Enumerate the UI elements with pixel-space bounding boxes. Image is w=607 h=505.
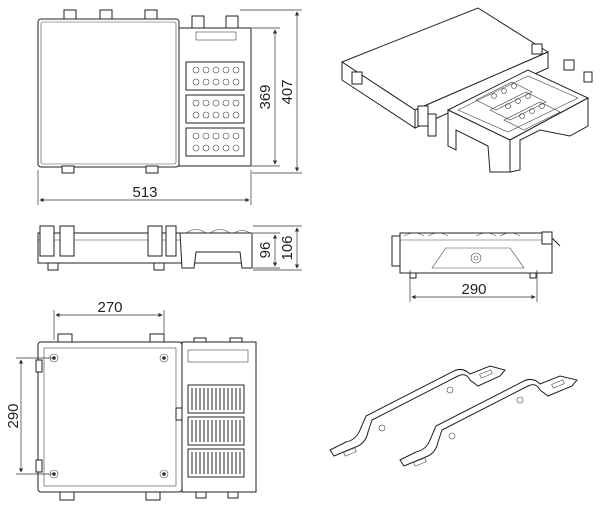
heatsink-2 <box>187 416 245 446</box>
dim-label-270: 270 <box>97 299 122 316</box>
bracket-2 <box>399 375 578 467</box>
bottom-view: 290 <box>391 231 561 302</box>
side-view: 96 106 <box>37 225 302 271</box>
dim-label-96: 96 <box>257 242 274 259</box>
dim-label-290-back: 290 <box>5 403 22 428</box>
dim-label-513: 513 <box>132 184 157 201</box>
dim-label-407: 407 <box>279 79 296 104</box>
dim-front-width: 513 <box>37 170 252 205</box>
dim-bottom-width: 290 <box>409 270 538 302</box>
heatsink-3 <box>187 448 245 478</box>
terminal-block-1 <box>185 61 245 91</box>
terminal-block-2 <box>185 94 245 124</box>
dim-front-height-inner: 369 <box>252 27 280 167</box>
isometric-view <box>340 7 593 173</box>
dim-label-106: 106 <box>279 235 296 260</box>
dim-front-height-outer: 407 <box>240 9 302 174</box>
dim-label-369: 369 <box>257 84 274 109</box>
terminal-block-3 <box>185 127 245 157</box>
dim-side-height-inner: 96 <box>253 232 280 269</box>
heatsink-1 <box>187 384 245 414</box>
dim-side-height-outer: 106 <box>253 225 302 271</box>
dim-back-height: 290 <box>5 357 52 475</box>
dim-back-width: 270 <box>53 299 165 340</box>
back-view: 270 290 <box>5 299 257 501</box>
dim-label-290-bottom: 290 <box>461 281 486 298</box>
mounting-brackets <box>329 365 578 467</box>
front-view: 513 369 407 <box>37 9 302 205</box>
bracket-1 <box>329 365 506 457</box>
